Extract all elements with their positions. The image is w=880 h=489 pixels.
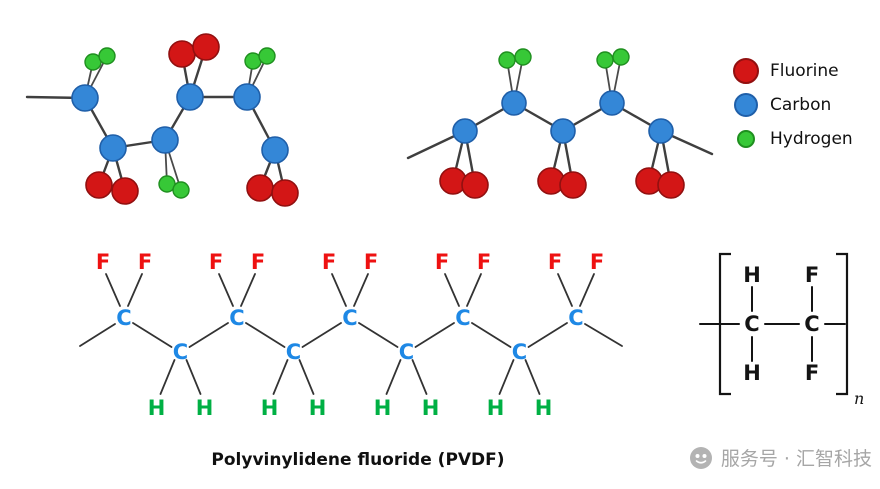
f-label: F: [435, 250, 449, 274]
h-label: H: [487, 396, 505, 420]
right-bracket: [836, 252, 849, 396]
hydrogen-atom: [258, 47, 276, 65]
wechat-official-account-icon: [689, 446, 712, 469]
h-label: H: [196, 396, 214, 420]
c-label: C: [568, 306, 583, 330]
c-label: C: [286, 340, 301, 364]
carbon-atom: [550, 118, 576, 144]
legend-item-hydrogen: Hydrogen: [731, 126, 853, 152]
carbon-swatch-icon: [734, 93, 758, 117]
fluorine-atom: [559, 171, 587, 199]
f-label: F: [805, 263, 819, 287]
hydrogen-atom: [514, 48, 532, 66]
f-label: F: [96, 250, 110, 274]
h-label: H: [261, 396, 279, 420]
repeat-subscript: n: [854, 389, 864, 408]
fluorine-atom: [657, 171, 685, 199]
fluorine-atom: [271, 179, 299, 207]
repeat-unit: H C H F C F n: [699, 252, 864, 408]
carbon-atom: [648, 118, 674, 144]
c-label: C: [804, 312, 819, 336]
fluorine-swatch-icon: [733, 58, 759, 84]
carbon-atom: [452, 118, 478, 144]
watermark-text: 服务号 · 汇智科技: [720, 448, 872, 470]
beta-phase-model: [406, 48, 714, 199]
c-label: C: [342, 306, 357, 330]
repeat-unit-bonds: [699, 252, 849, 396]
structural-formula: F F F F F F F F F F C C C C C C C C C H …: [79, 250, 623, 420]
legend-item-carbon: Carbon: [731, 92, 853, 118]
diagram-caption: Polyvinylidene fluoride (PVDF): [211, 450, 505, 470]
c-label: C: [512, 340, 527, 364]
legend-item-fluorine: Fluorine: [731, 58, 853, 84]
legend-label-carbon: Carbon: [770, 95, 832, 115]
hydrogen-atom: [172, 181, 190, 199]
h-label: H: [535, 396, 553, 420]
fluorine-atom: [461, 171, 489, 199]
h-label: H: [374, 396, 392, 420]
carbon-atom: [99, 134, 127, 162]
f-label: F: [209, 250, 223, 274]
hydrogen-atom: [612, 48, 630, 66]
f-label: F: [548, 250, 562, 274]
fluorine-atom: [85, 171, 113, 199]
hydrogen-swatch-icon: [737, 130, 755, 148]
formula-bonds: [79, 273, 623, 395]
fluorine-atom: [192, 33, 220, 61]
h-label: H: [422, 396, 440, 420]
hydrogen-atom: [98, 47, 116, 65]
alpha-model-atoms: [71, 33, 299, 207]
carbon-atom: [599, 90, 625, 116]
f-label: F: [364, 250, 378, 274]
formula-fluorine-labels: F F F F F F F F F F: [96, 250, 604, 274]
carbon-atom: [176, 83, 204, 111]
h-label: H: [743, 263, 761, 287]
hydrogen-atom: [596, 51, 614, 69]
f-label: F: [251, 250, 265, 274]
fluorine-atom: [168, 40, 196, 68]
carbon-atom: [71, 84, 99, 112]
f-label: F: [477, 250, 491, 274]
carbon-atom: [261, 136, 289, 164]
beta-model-atoms: [439, 48, 685, 199]
fluorine-atom: [111, 177, 139, 205]
carbon-atom: [151, 126, 179, 154]
formula-hydrogen-labels: H H H H H H H H: [148, 396, 553, 420]
legend: Fluorine Carbon Hydrogen: [731, 58, 853, 152]
h-label: H: [309, 396, 327, 420]
h-label: H: [148, 396, 166, 420]
c-label: C: [455, 306, 470, 330]
legend-label-hydrogen: Hydrogen: [770, 129, 853, 149]
f-label: F: [322, 250, 336, 274]
h-label: H: [743, 361, 761, 385]
carbon-atom: [233, 83, 261, 111]
repeat-unit-labels: H C H F C F n: [743, 263, 864, 408]
fluorine-atom: [246, 174, 274, 202]
legend-label-fluorine: Fluorine: [770, 61, 839, 81]
c-label: C: [173, 340, 188, 364]
c-label: C: [744, 312, 759, 336]
hydrogen-atom: [498, 51, 516, 69]
alpha-phase-model: [25, 33, 299, 207]
carbon-atom: [501, 90, 527, 116]
watermark: 服务号 · 汇智科技: [689, 444, 872, 471]
f-label: F: [590, 250, 604, 274]
formula-carbon-labels: C C C C C C C C C: [116, 306, 583, 364]
f-label: F: [138, 250, 152, 274]
c-label: C: [399, 340, 414, 364]
c-label: C: [116, 306, 131, 330]
f-label: F: [805, 361, 819, 385]
c-label: C: [229, 306, 244, 330]
alpha-model-bonds: [25, 45, 287, 195]
